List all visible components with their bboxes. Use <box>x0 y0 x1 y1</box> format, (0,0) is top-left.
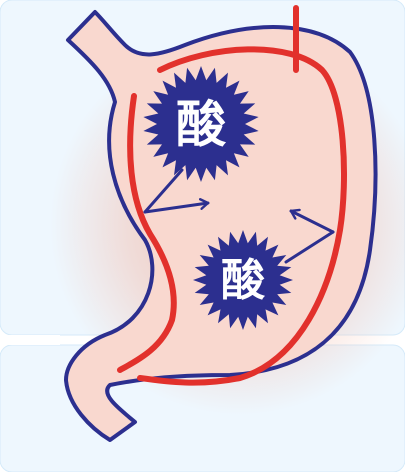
acid-label-bottom: 酸 <box>221 255 266 306</box>
acid-label-top: 酸 <box>176 96 227 154</box>
panel-gap <box>0 335 60 345</box>
acid-burst-bottom: 酸 <box>193 230 293 330</box>
